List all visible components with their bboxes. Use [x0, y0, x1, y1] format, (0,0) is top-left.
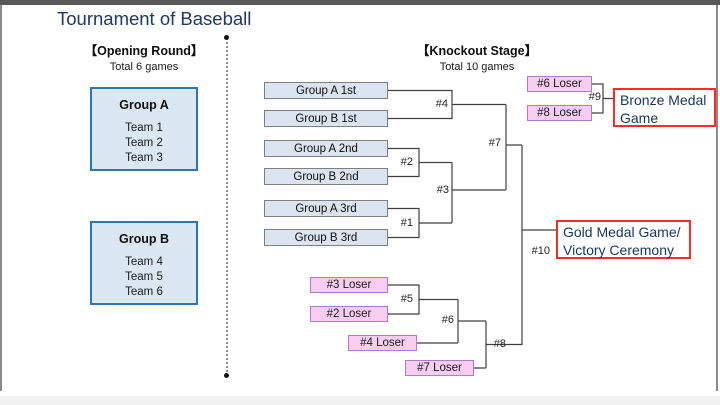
loser-slot-game7: #7 Loser	[405, 360, 474, 376]
window-left-border	[0, 5, 2, 391]
group-a-teams: Team 1 Team 2 Team 3	[92, 121, 196, 166]
loser-slot-game8: #8 Loser	[527, 105, 592, 121]
window-bottom-bar	[0, 396, 720, 405]
knockout-stage-subheading: Total 10 games	[439, 61, 515, 73]
group-b-box: Group B Team 4 Team 5 Team 6	[90, 221, 198, 305]
bronze-medal-line2: Game	[620, 110, 659, 127]
game-label-1: #1	[400, 217, 413, 229]
team-item: Team 1	[125, 122, 163, 134]
opening-round-subheading: Total 6 games	[109, 61, 179, 73]
loser-slot-game3: #3 Loser	[310, 277, 388, 293]
team-item: Team 4	[125, 256, 163, 268]
page-title: Tournament of Baseball	[57, 8, 252, 29]
divider-top-dot	[224, 35, 229, 40]
knockout-stage-heading: 【Knockout Stage】	[416, 44, 538, 58]
game-label-3: #3	[436, 184, 449, 196]
loser-slot-game4: #4 Loser	[348, 335, 417, 351]
game-label-9: #9	[588, 91, 601, 103]
opening-round-heading: 【Opening Round】	[84, 44, 204, 58]
gold-medal-line2: Victory Ceremony	[563, 242, 675, 259]
seed-slot-group-b-2nd: Group B 2nd	[264, 168, 388, 185]
group-a-box: Group A Team 1 Team 2 Team 3	[90, 87, 198, 171]
opening-round-header: 【Opening Round】 Total 6 games	[59, 40, 229, 73]
team-item: Team 6	[125, 285, 163, 298]
game-label-7: #7	[488, 137, 501, 149]
game-label-2: #2	[400, 156, 413, 168]
seed-slot-group-b-1st: Group B 1st	[264, 110, 388, 127]
seed-slot-group-a-1st: Group A 1st	[264, 82, 388, 99]
loser-slot-game6: #6 Loser	[527, 76, 592, 92]
team-item: Team 3	[125, 151, 163, 164]
gold-medal-game-box: Gold Medal Game/ Victory Ceremony	[556, 220, 691, 259]
group-a-name: Group A	[119, 98, 169, 112]
knockout-stage-header: 【Knockout Stage】 Total 10 games	[392, 40, 562, 73]
section-divider	[226, 38, 228, 376]
game-label-6: #6	[441, 314, 454, 326]
gold-medal-line1: Gold Medal Game/	[563, 224, 681, 240]
group-b-teams: Team 4 Team 5 Team 6	[92, 255, 196, 300]
game-label-4: #4	[435, 98, 448, 110]
bronze-medal-game-box: Bronze Medal Game	[613, 88, 716, 127]
team-item: Team 5	[125, 270, 163, 283]
game-label-10: #10	[531, 245, 550, 257]
group-b-name: Group B	[119, 232, 169, 246]
game-label-5: #5	[400, 293, 413, 305]
loser-slot-game2: #2 Loser	[310, 306, 388, 322]
seed-slot-group-a-2nd: Group A 2nd	[264, 140, 388, 157]
seed-slot-group-a-3rd: Group A 3rd	[264, 200, 388, 217]
team-item: Team 2	[125, 136, 163, 149]
window-right-border	[716, 5, 718, 391]
game-label-8: #8	[493, 338, 506, 350]
divider-bottom-dot	[224, 373, 229, 378]
seed-slot-group-b-3rd: Group B 3rd	[264, 229, 388, 246]
window-top-bar	[0, 0, 720, 5]
bronze-medal-line1: Bronze Medal	[620, 92, 707, 108]
